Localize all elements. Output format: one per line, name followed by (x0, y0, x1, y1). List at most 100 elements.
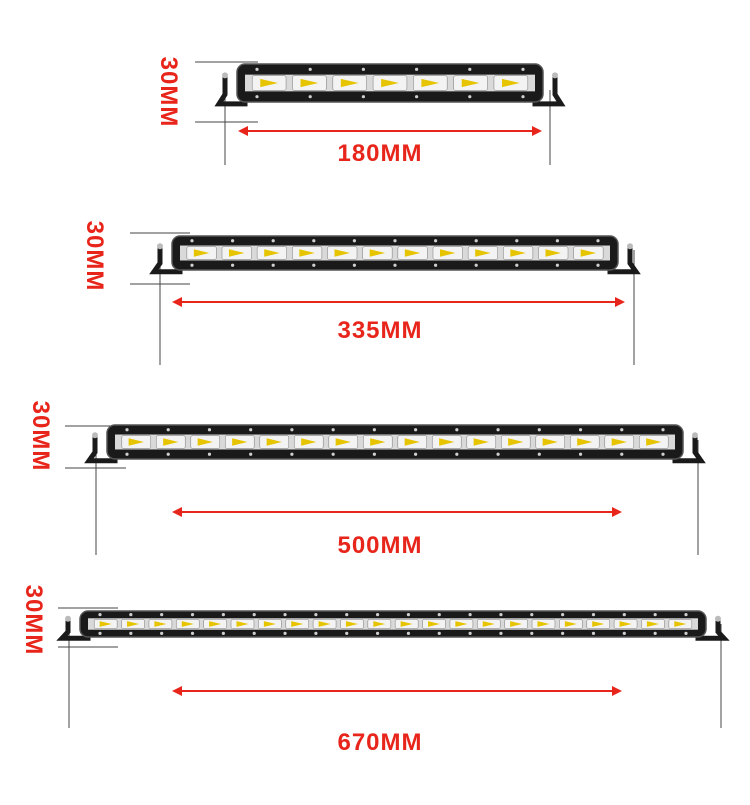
screw-bottom-3-10 (496, 452, 500, 456)
screw-bottom-4-10 (375, 631, 380, 635)
screw-top-4-15 (530, 613, 534, 617)
screw-bottom-1-1 (255, 95, 259, 99)
led-chip-2-10 (510, 249, 526, 257)
screw-top-4-7 (283, 613, 287, 617)
screw-bottom-2-5 (352, 263, 356, 267)
screw-bottom-3-8 (414, 452, 418, 456)
led-chip-4-13 (428, 621, 441, 627)
screw-top-4-20 (684, 613, 688, 617)
screw-top-2-3 (271, 239, 275, 243)
led-chip-4-9 (318, 621, 331, 627)
led-chip-1-5 (421, 78, 440, 88)
length-label-4: 670MM (337, 729, 423, 756)
led-chip-3-14 (577, 438, 593, 446)
led-chip-4-11 (373, 621, 386, 627)
screw-top-2-7 (434, 239, 438, 243)
screw-bottom-4-6 (252, 631, 256, 635)
screw-bottom-2-9 (515, 263, 519, 267)
screw-bottom-4-19 (653, 631, 657, 635)
height-label-3: 30MM (27, 400, 54, 472)
screw-bottom-4-14 (499, 631, 503, 635)
screw-top-4-12 (437, 613, 441, 617)
screw-bottom-4-4 (190, 631, 195, 635)
led-chip-2-1 (193, 249, 210, 257)
screw-top-3-11 (537, 428, 541, 432)
screw-bottom-4-18 (622, 631, 626, 635)
led-chip-4-20 (619, 621, 632, 627)
screw-bottom-4-7 (283, 631, 287, 635)
screw-top-1-2 (308, 67, 312, 71)
screw-top-3-7 (372, 428, 376, 432)
screw-top-1-3 (361, 67, 365, 71)
screw-top-3-9 (455, 428, 459, 432)
screw-bottom-4-17 (591, 631, 596, 635)
led-chip-4-18 (564, 621, 577, 627)
screw-top-4-6 (252, 613, 256, 617)
led-chip-4-3 (154, 621, 167, 627)
length-label-3: 500MM (337, 532, 423, 559)
led-chip-3-2 (163, 438, 179, 446)
screw-bottom-2-7 (434, 263, 438, 267)
screw-bottom-4-20 (684, 631, 688, 635)
screw-bottom-4-11 (406, 631, 411, 635)
screw-bottom-3-1 (125, 452, 129, 456)
led-chip-2-9 (475, 249, 491, 257)
led-chip-2-4 (299, 249, 315, 257)
length-arrow-head-right-2 (615, 297, 625, 307)
screw-bottom-3-2 (166, 452, 170, 456)
screw-top-3-8 (414, 428, 418, 432)
led-chip-1-1 (260, 78, 279, 88)
screw-top-4-5 (221, 613, 225, 617)
screw-bottom-4-9 (345, 631, 349, 635)
screw-bottom-3-9 (455, 452, 459, 456)
screw-top-2-11 (596, 239, 600, 243)
screw-top-4-4 (190, 613, 195, 617)
led-chip-4-6 (236, 621, 249, 627)
length-arrow-head-left-4 (172, 686, 182, 696)
length-arrow-head-left-2 (172, 297, 182, 307)
screw-top-2-5 (352, 239, 356, 243)
screw-top-4-2 (129, 613, 133, 617)
screw-bottom-3-4 (249, 452, 253, 456)
screw-top-2-1 (190, 239, 194, 243)
led-chip-4-15 (482, 621, 495, 627)
screw-top-4-3 (160, 613, 164, 617)
bolt-right-3 (692, 432, 698, 439)
led-chip-4-14 (455, 621, 468, 627)
screw-top-3-5 (290, 428, 294, 432)
screw-bottom-2-8 (474, 263, 478, 267)
screw-top-1-5 (468, 67, 472, 71)
screw-bottom-3-13 (620, 452, 624, 456)
led-chip-4-17 (537, 621, 550, 627)
screw-top-1-4 (415, 67, 419, 71)
led-chip-2-12 (580, 249, 597, 257)
screw-top-4-9 (345, 613, 349, 617)
screw-top-1-6 (521, 67, 525, 71)
led-chip-4-19 (592, 621, 605, 627)
screw-top-4-13 (468, 613, 472, 617)
screw-top-2-9 (515, 239, 519, 243)
led-chip-1-2 (300, 78, 319, 88)
screw-top-4-8 (314, 613, 318, 617)
led-chip-2-7 (404, 249, 421, 257)
screw-top-1-1 (255, 67, 259, 71)
led-chip-4-16 (510, 621, 523, 627)
screw-bottom-2-10 (555, 263, 560, 267)
screw-top-3-4 (249, 428, 253, 432)
led-chip-2-5 (334, 249, 350, 257)
screw-top-3-10 (496, 428, 500, 432)
screw-top-4-10 (375, 613, 380, 617)
screw-top-3-1 (125, 428, 129, 432)
led-chip-4-8 (291, 621, 304, 627)
screw-bottom-3-5 (290, 452, 294, 456)
screw-bottom-3-7 (372, 452, 376, 456)
led-chip-3-10 (439, 438, 455, 446)
led-chip-4-5 (209, 621, 222, 627)
led-chip-3-1 (128, 438, 144, 446)
led-chip-3-11 (473, 438, 489, 446)
screw-top-4-18 (622, 613, 626, 617)
screw-bottom-3-3 (207, 452, 212, 456)
lens-strip-3 (115, 434, 675, 450)
height-label-2: 30MM (81, 220, 108, 292)
